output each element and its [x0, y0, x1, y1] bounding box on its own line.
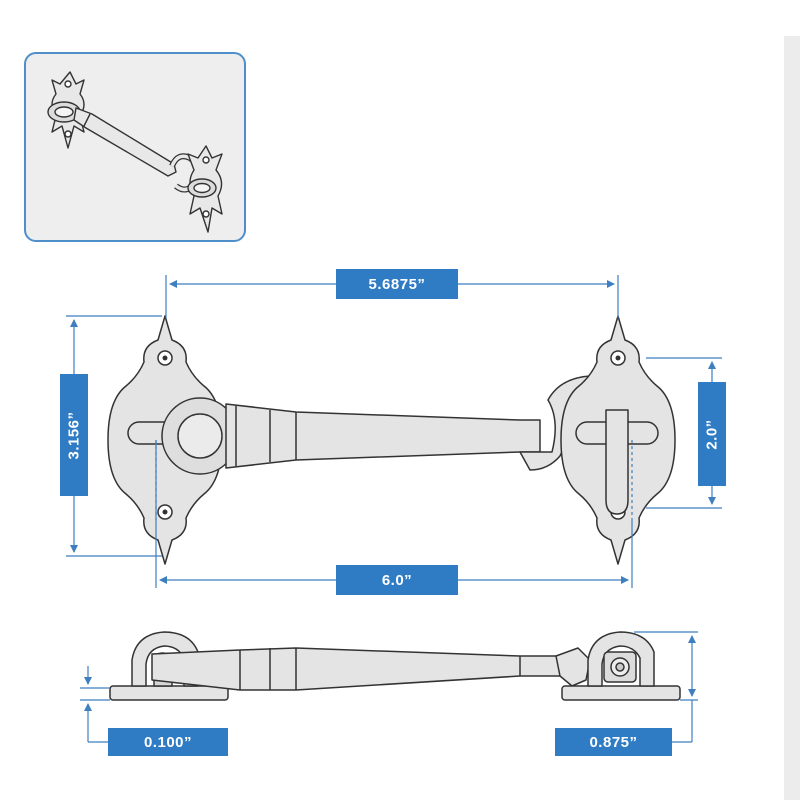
front-view — [107, 315, 676, 565]
dimension-label: 0.875” — [589, 733, 638, 751]
scrollbar[interactable] — [784, 36, 800, 800]
dimension-top-width: 5.6875” — [336, 269, 458, 299]
dimension-plate-thickness: 0.100” — [108, 728, 228, 756]
dimension-label: 0.100” — [143, 733, 193, 751]
dimension-bottom-width: 6.0” — [336, 565, 458, 595]
dimension-label: 2.0” — [703, 418, 721, 450]
dimension-left-height: 3.156” — [60, 374, 88, 496]
dimension-label: 6.0” — [381, 571, 413, 589]
dimension-label: 5.6875” — [368, 275, 426, 293]
product-thumbnail[interactable] — [24, 52, 246, 242]
side-view — [109, 631, 681, 701]
right-base-plate — [561, 685, 681, 701]
side-hook-bar — [151, 647, 561, 691]
left-base-plate — [109, 685, 229, 701]
hook-perspective-illustration — [47, 71, 223, 233]
dimension-hook-height: 0.875” — [555, 728, 672, 756]
hook-bar — [225, 403, 541, 469]
dimension-right-height: 2.0” — [698, 382, 726, 486]
side-dimension-lines — [80, 631, 698, 743]
dimension-label: 3.156” — [65, 410, 83, 460]
